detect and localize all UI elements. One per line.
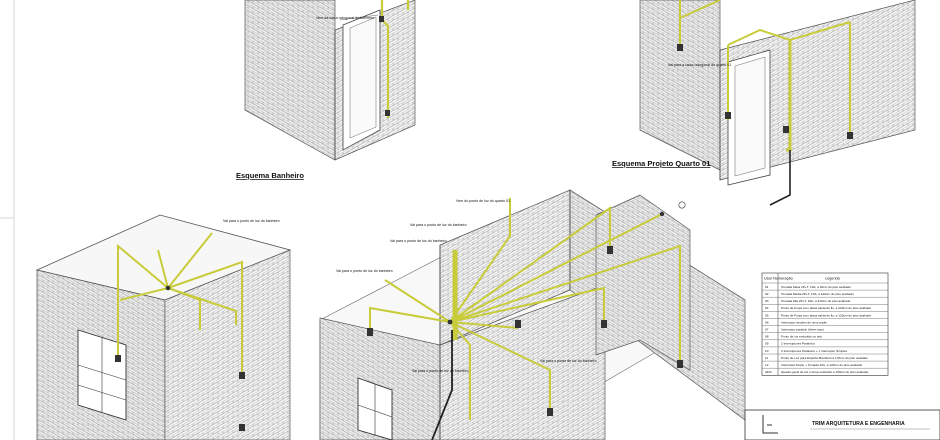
legend-row: 07 Interruptor paralelo (three-way)	[765, 328, 824, 332]
q2-box-6	[607, 246, 613, 254]
annotation-1: Vem da caixa octogonal do banheiro	[316, 16, 374, 20]
annotation-5: Vai para o ponto de luz do banheiro	[410, 223, 467, 227]
quarto-iso-2	[319, 189, 746, 440]
annotation-3: Vai para o ponto de luz do banheiro	[223, 219, 280, 223]
annotation-9: Vai para o ponto de luz do banheiro	[540, 359, 597, 363]
legend-code: 01	[765, 285, 769, 289]
legend-code: 03	[765, 299, 769, 303]
legend-row: 01 Tomada baixa 2P+T, 10A, a 30cm do piso…	[765, 285, 851, 289]
legend-row: 02 Tomada Média 2P+T, 10A, a 120cm do pis…	[765, 292, 854, 296]
legend-row: 06 Interruptor simples de uma seção	[765, 320, 827, 324]
legend-code: 09	[765, 342, 769, 346]
q2-ref-marker	[678, 201, 686, 209]
legend-row: 09 2 Interruptores Paralelos	[765, 342, 815, 346]
legend-row: QDC Quadro geral de luz e força embutido …	[765, 370, 869, 374]
b2-conduits	[117, 232, 243, 378]
legend-desc: Ponto de Força com placa saída de fio, a…	[781, 306, 871, 310]
company-name: TRIM ARQUITETURA E ENGENHARIA	[812, 421, 905, 427]
legend-desc: 2 Interruptores Paralelos + 1 Interrupto…	[781, 349, 848, 353]
quarto-box-4	[783, 126, 789, 133]
legend-code: 10	[765, 349, 769, 353]
banheiro-box	[385, 110, 390, 116]
q2-light-point-2	[659, 211, 665, 217]
legend-code: 05	[765, 313, 769, 317]
legend-header-1: Legenda	[825, 277, 841, 281]
q2-feed	[431, 330, 453, 440]
legend-desc: Interruptor paralelo (three-way)	[781, 328, 824, 332]
q2-conduits	[369, 198, 681, 420]
b2-light-point	[165, 285, 171, 291]
annotation-8: Vai para o ponto de luz do banheiro	[412, 369, 469, 373]
b2-box-2	[239, 372, 245, 379]
q2-box-1	[515, 320, 521, 328]
b2-window	[77, 329, 127, 421]
company-logo	[762, 415, 778, 434]
quarto-box-3	[847, 132, 853, 139]
banheiro-left-wall	[244, 0, 336, 161]
legend-code: 08	[765, 335, 769, 339]
q2-front-wall-l	[319, 317, 441, 440]
quarto-box-2	[725, 112, 731, 119]
annotation-4: Vem do ponto de luz do quarto 01	[456, 199, 510, 203]
title-block: TRIM ARQUITETURA E ENGENHARIA	[744, 409, 940, 440]
b2-box-3	[239, 424, 245, 431]
legend-row: 05 Ponto de Força com placa saída de fio,…	[765, 313, 871, 317]
legend-row: 11 Ponto de Luz para Espelho Banheiro a 1…	[765, 356, 868, 360]
legend-desc: Tomada Média 2P+T, 10A, a 120cm do piso …	[781, 292, 854, 296]
legend-desc: Tomada Alta 2P+T, 10A, a 210cm do piso a…	[781, 299, 851, 303]
q2-box-4	[547, 408, 553, 416]
b2-box-1	[115, 355, 121, 362]
quarto-isometric	[639, 0, 916, 206]
legend-code: 12	[765, 363, 769, 367]
banheiro-door-opening	[349, 16, 377, 139]
legend-code: 02	[765, 292, 769, 296]
q2-light-point	[447, 319, 453, 325]
q2-box-2	[601, 320, 607, 328]
legend-row: 04 Ponto de Força com placa saída de fio,…	[765, 306, 871, 310]
banheiro-conduit	[380, 0, 390, 118]
annotation-leader-1	[339, 14, 379, 21]
legend-desc: Ponto de luz embutido no teto	[781, 335, 822, 339]
quarto-title: Esquema Projeto Quarto 01	[612, 159, 710, 168]
legend-row: 08 Ponto de luz embutido no teto	[765, 335, 822, 339]
quarto-box-1	[677, 44, 683, 51]
legend-header-0: Usar Numeração	[764, 277, 793, 281]
legend-desc: Quadro geral de luz e força embutido a 1…	[781, 370, 869, 374]
q2-partition	[595, 194, 691, 371]
annotation-7: Vai para o ponto de luz do banheiro	[336, 269, 393, 273]
q2-box-5	[367, 328, 373, 336]
quarto-door-opening	[734, 56, 766, 177]
legend-table: Usar Numeração Legenda 01 Tomada baixa 2P+T…	[761, 272, 889, 376]
legend-desc: 2 Interruptores Paralelos	[781, 342, 815, 346]
legend-code: 06	[765, 320, 769, 324]
legend-row: 03 Tomada Alta 2P+T, 10A, a 210cm do piso…	[765, 299, 851, 303]
quarto-conduit-b	[679, 0, 721, 19]
legend-code: 04	[765, 306, 769, 310]
legend-code: QDC	[765, 370, 773, 374]
legend-desc: Interruptor Duplo + Tomada 10A, a 120cm …	[781, 363, 862, 367]
banheiro-title: Esquema Banheiro	[236, 171, 304, 180]
quarto-feed	[769, 150, 791, 206]
quarto-conduit-c	[727, 21, 851, 46]
legend-row: 12 Interruptor Duplo + Tomada 10A, a 120c…	[765, 363, 862, 367]
banheiro-isometric	[244, 0, 416, 161]
annotation-6: Vai para o ponto de luz do banheiro	[390, 239, 447, 243]
legend-code: 11	[765, 356, 768, 360]
banheiro-box-2	[379, 16, 384, 22]
legend-desc: Interruptor simples de uma seção	[781, 320, 827, 324]
legend-code: 07	[765, 328, 769, 332]
legend-desc: Tomada baixa 2P+T, 10A, a 30cm do piso a…	[781, 285, 851, 289]
legend-row: 10 2 Interruptores Paralelos + 1 Interrup…	[765, 349, 848, 353]
q2-box-3	[677, 360, 683, 368]
legend-desc: Ponto de Força com placa saída de fio, a…	[781, 313, 871, 317]
legend-desc: Ponto de Luz para Espelho Banheiro a 170…	[781, 356, 868, 360]
q2-window	[357, 377, 393, 440]
annotation-2: Vai para a caixa octogonal do quarto 01	[668, 63, 731, 67]
banheiro-iso-2	[35, 214, 292, 440]
